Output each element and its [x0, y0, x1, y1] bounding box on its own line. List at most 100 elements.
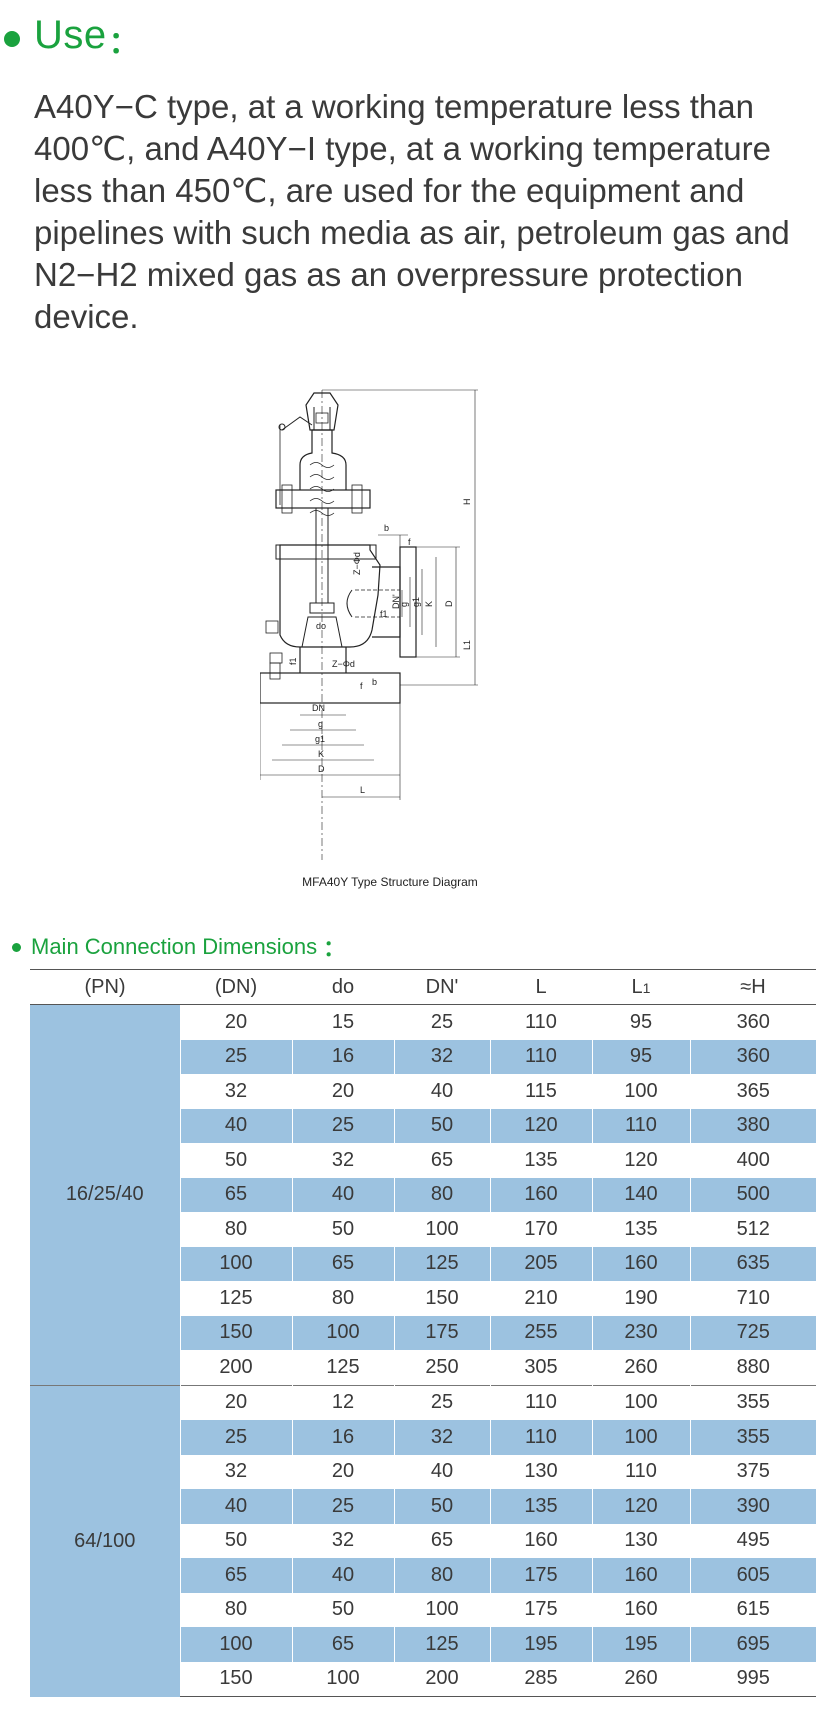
dn-prime-cell: 65	[393, 1143, 490, 1178]
do-cell: 32	[291, 1523, 394, 1558]
l-cell: 195	[489, 1627, 592, 1662]
l-cell: 175	[489, 1558, 592, 1593]
l-cell: 170	[489, 1212, 592, 1247]
l1-cell: 95	[591, 1039, 690, 1074]
do-cell: 25	[291, 1108, 394, 1143]
l-cell: 110	[489, 1004, 592, 1040]
h-cell: 695	[689, 1627, 816, 1662]
h-cell: 500	[689, 1177, 816, 1212]
do-cell: 16	[291, 1039, 394, 1074]
l-cell: 120	[489, 1108, 592, 1143]
header-l: L	[490, 969, 592, 1005]
l1-cell: 260	[591, 1350, 690, 1385]
h-cell: 725	[689, 1315, 816, 1350]
do-cell: 15	[291, 1004, 394, 1040]
h-cell: 635	[689, 1246, 816, 1281]
l1-cell: 100	[591, 1384, 690, 1420]
l-cell: 205	[489, 1246, 592, 1281]
bullet-icon	[12, 942, 21, 952]
l1-cell: 160	[591, 1558, 690, 1593]
l1-cell: 100	[591, 1074, 690, 1109]
structure-diagram: H L1 D K g1 g DN' f1 b f Z−Φd Z−Φd do DN…	[260, 385, 560, 865]
label-zd-top: Z−Φd	[352, 552, 362, 575]
header-do: do	[292, 969, 394, 1005]
l1-cell: 140	[591, 1177, 690, 1212]
do-cell: 40	[291, 1558, 394, 1593]
dn-prime-cell: 200	[393, 1661, 490, 1697]
h-cell: 375	[689, 1454, 816, 1489]
dn-prime-cell: 50	[393, 1108, 490, 1143]
dn-cell: 25	[179, 1039, 292, 1074]
do-cell: 16	[291, 1420, 394, 1455]
dn-cell: 150	[179, 1661, 292, 1697]
do-cell: 40	[291, 1177, 394, 1212]
label-DN: DN	[312, 703, 325, 713]
dn-cell: 80	[179, 1212, 292, 1247]
label-f1: f1	[380, 609, 388, 619]
dn-prime-cell: 125	[393, 1627, 490, 1662]
dn-prime-cell: 25	[393, 1384, 490, 1420]
l-cell: 210	[489, 1281, 592, 1316]
label-L: L	[360, 785, 365, 795]
pn-group-cell: 64/100	[30, 1384, 180, 1697]
l-cell: 130	[489, 1454, 592, 1489]
dn-cell: 125	[179, 1281, 292, 1316]
dn-prime-cell: 32	[393, 1420, 490, 1455]
do-cell: 25	[291, 1489, 394, 1524]
do-cell: 20	[291, 1454, 394, 1489]
l-cell: 110	[489, 1384, 592, 1420]
header-l1-main: L	[631, 975, 643, 998]
dn-prime-cell: 100	[393, 1592, 490, 1627]
h-cell: 495	[689, 1523, 816, 1558]
dn-prime-cell: 125	[393, 1246, 490, 1281]
dn-cell: 20	[179, 1384, 292, 1420]
l-cell: 160	[489, 1523, 592, 1558]
label-f1-bottom: f1	[288, 657, 298, 665]
l1-cell: 195	[591, 1627, 690, 1662]
h-cell: 710	[689, 1281, 816, 1316]
header-h: ≈H	[690, 969, 816, 1005]
header-l1-sub: 1	[642, 979, 651, 996]
dn-prime-cell: 80	[393, 1558, 490, 1593]
label-f: f	[408, 537, 411, 547]
dn-prime-cell: 250	[393, 1350, 490, 1385]
h-cell: 365	[689, 1074, 816, 1109]
dimensions-section-header: Main Connection Dimensions ：	[12, 932, 345, 962]
l1-cell: 110	[591, 1454, 690, 1489]
bullet-icon	[4, 31, 20, 47]
dn-cell: 25	[179, 1420, 292, 1455]
label-g: g	[399, 602, 409, 607]
l-cell: 175	[489, 1592, 592, 1627]
dn-cell: 200	[179, 1350, 292, 1385]
dimensions-title: Main Connection Dimensions	[31, 934, 318, 959]
dn-prime-cell: 50	[393, 1489, 490, 1524]
dn-prime-cell: 25	[393, 1004, 490, 1040]
label-g1: g1	[411, 597, 421, 607]
h-cell: 605	[689, 1558, 816, 1593]
dn-cell: 65	[179, 1177, 292, 1212]
dn-cell: 40	[179, 1489, 292, 1524]
h-cell: 615	[689, 1592, 816, 1627]
h-cell: 512	[689, 1212, 816, 1247]
header-dn: (DN)	[180, 969, 292, 1005]
label-zd-bottom: Z−Φd	[332, 659, 355, 669]
label-b: b	[384, 523, 389, 533]
l-cell: 285	[489, 1661, 592, 1697]
dn-cell: 80	[179, 1592, 292, 1627]
label-L1: L1	[462, 640, 472, 650]
l1-cell: 120	[591, 1143, 690, 1178]
dn-cell: 100	[179, 1246, 292, 1281]
l1-cell: 260	[591, 1661, 690, 1697]
